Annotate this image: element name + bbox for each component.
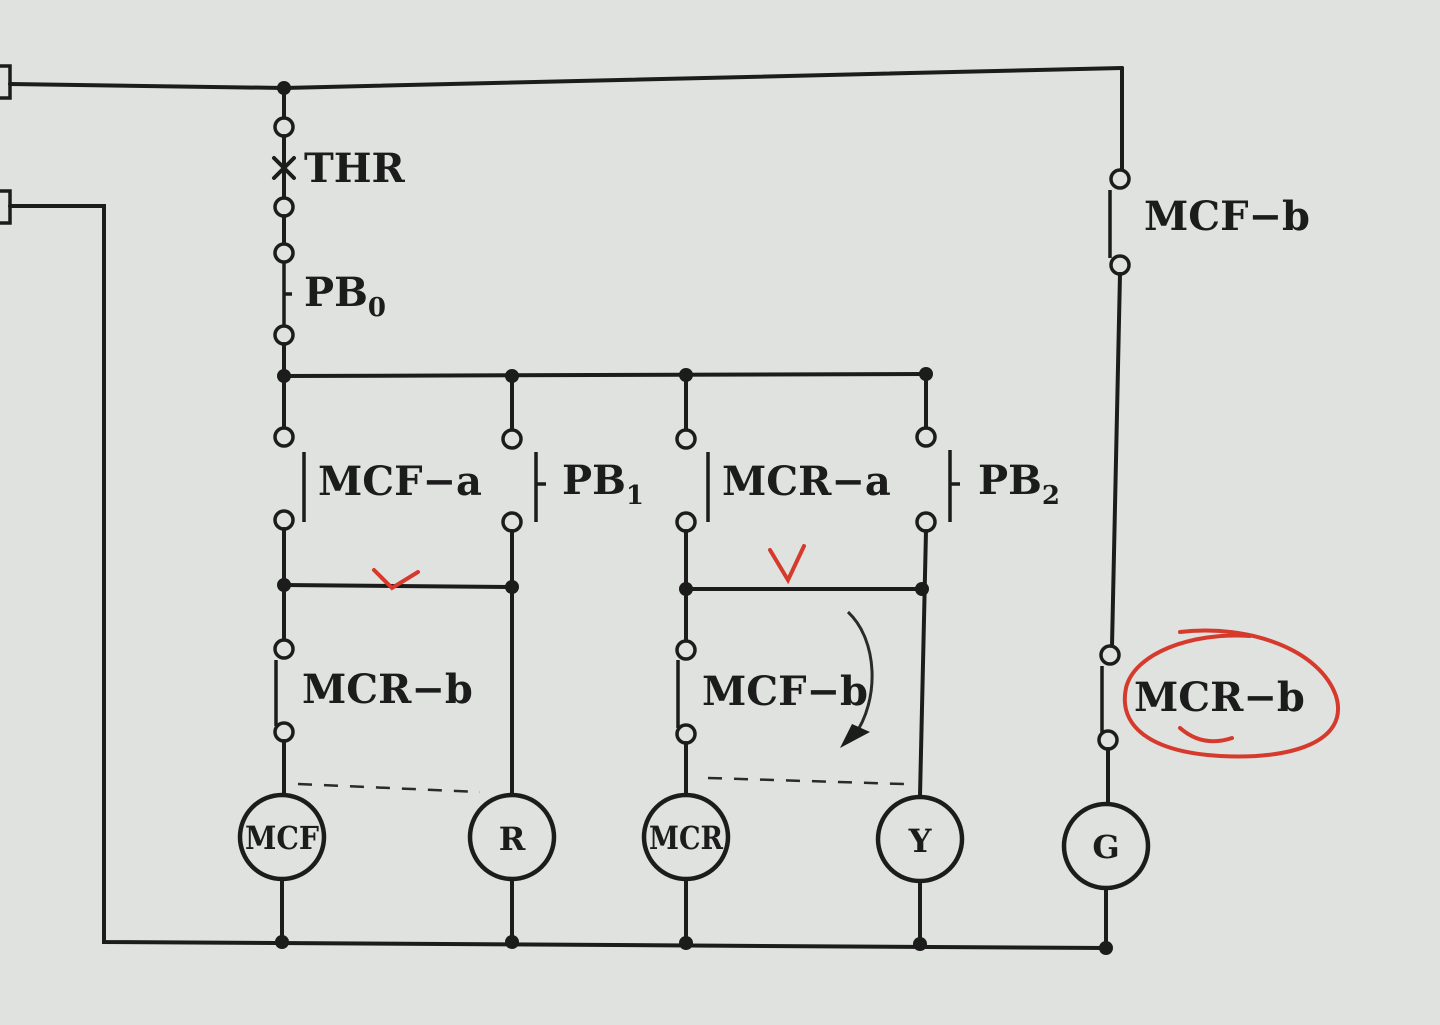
junction-node bbox=[275, 935, 289, 949]
junction-node bbox=[277, 81, 291, 95]
mcr-a-label: MCR−a bbox=[722, 458, 891, 505]
contact-terminal bbox=[273, 116, 295, 138]
pb1-blade bbox=[534, 452, 546, 522]
pencil-arrow-curve bbox=[846, 610, 874, 737]
contact-terminal bbox=[675, 428, 697, 450]
pb0-label: PB0 bbox=[304, 269, 386, 323]
y-lamp-label: Y bbox=[908, 822, 933, 860]
junction-node bbox=[679, 582, 693, 596]
junction-node bbox=[277, 578, 291, 592]
pencil-dashed-line-2 bbox=[707, 776, 905, 786]
contact-terminal bbox=[675, 723, 697, 745]
left-terminal-top bbox=[0, 64, 12, 100]
junction-node bbox=[1099, 941, 1113, 955]
contact-terminal bbox=[915, 511, 937, 533]
g-lamp-label: G bbox=[1092, 828, 1119, 866]
thr-label: THR bbox=[304, 145, 406, 192]
wire bbox=[918, 529, 928, 798]
contact-terminal bbox=[273, 638, 295, 660]
contact-terminal bbox=[1097, 729, 1119, 751]
middle-bus bbox=[282, 372, 928, 378]
contact-terminal bbox=[675, 639, 697, 661]
contact-terminal bbox=[273, 324, 295, 346]
pb2-label: PB2 bbox=[978, 457, 1060, 511]
pencil-dashed-line-1 bbox=[297, 782, 481, 794]
mcr-b-right-label: MCR−b bbox=[1134, 674, 1305, 721]
junction-node bbox=[913, 937, 927, 951]
red-check-mark-2 bbox=[768, 544, 806, 585]
pb0-blade bbox=[282, 262, 292, 326]
r-lamp-label: R bbox=[499, 820, 526, 858]
contact-terminal bbox=[273, 242, 295, 264]
mcf-coil-label: MCF bbox=[245, 819, 319, 857]
wire bbox=[1110, 272, 1122, 648]
junction-node bbox=[505, 580, 519, 594]
red-check-mark-1 bbox=[372, 568, 420, 591]
contact-terminal bbox=[501, 428, 523, 450]
contact-terminal bbox=[1099, 644, 1121, 666]
junction-node bbox=[679, 936, 693, 950]
mcr-b-left-label: MCR−b bbox=[302, 666, 473, 713]
contact-terminal bbox=[1109, 168, 1131, 190]
mcf-b-right-label: MCF−b bbox=[1144, 193, 1310, 240]
pb1-label: PB1 bbox=[562, 457, 644, 511]
mcf-a-label: MCF−a bbox=[318, 458, 482, 505]
mcf-b-mid-label: MCF−b bbox=[702, 668, 868, 715]
contact-terminal bbox=[1109, 254, 1131, 276]
bottom-rail bbox=[8, 204, 1108, 950]
junction-node bbox=[915, 582, 929, 596]
contact-terminal bbox=[273, 426, 295, 448]
contact-terminal bbox=[273, 509, 295, 531]
contact-terminal bbox=[273, 196, 295, 218]
top-rail bbox=[8, 66, 1124, 91]
red-circle-annotation bbox=[1122, 628, 1340, 759]
contact-terminal bbox=[675, 511, 697, 533]
pencil-arrow-head bbox=[840, 724, 870, 748]
contact-terminal bbox=[915, 426, 937, 448]
mcr-coil-label: MCR bbox=[649, 819, 723, 857]
contact-terminal bbox=[273, 721, 295, 743]
red-underline-stroke bbox=[1178, 726, 1234, 744]
pb2-blade bbox=[948, 450, 960, 522]
contact-terminal bbox=[501, 511, 523, 533]
junction-node bbox=[505, 935, 519, 949]
thr-cross-mark bbox=[272, 156, 296, 180]
